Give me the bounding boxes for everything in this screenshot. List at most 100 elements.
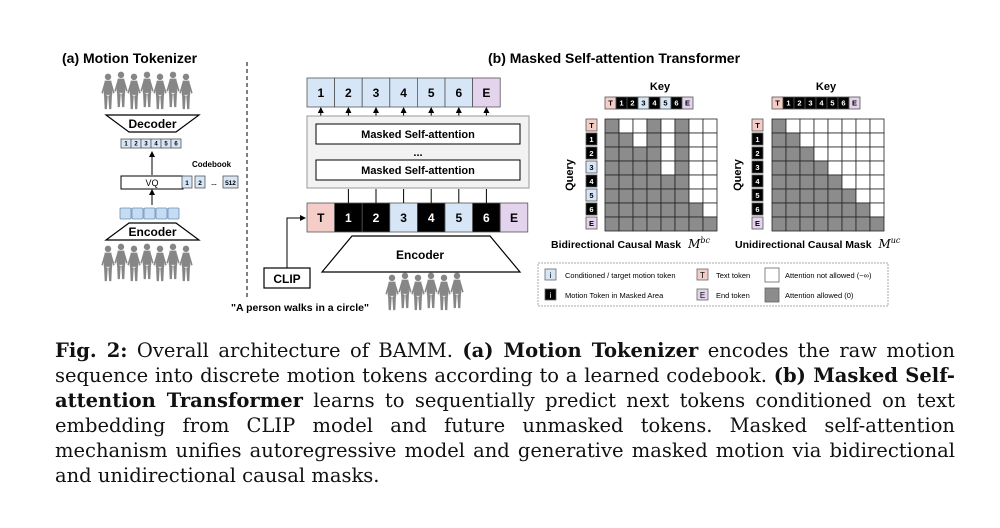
input-token-box	[361, 202, 391, 233]
mask-cell	[771, 174, 787, 190]
mask-cell	[632, 118, 648, 134]
mask-cell	[688, 160, 704, 176]
mask-cell	[799, 146, 815, 162]
key-token: 3	[641, 99, 645, 108]
input-token: 1	[345, 211, 352, 225]
mask-cell	[688, 202, 704, 218]
unidirectional-caption: Unidirectional Causal Mask Muc	[735, 236, 901, 251]
tokenizer-encoder-block	[104, 222, 201, 241]
input-token: 3	[400, 211, 407, 225]
query-token: 5	[755, 191, 759, 200]
query-token-box	[751, 174, 764, 188]
codebook-token: 2	[198, 180, 202, 187]
query-token-box	[751, 118, 764, 132]
mask-cell	[827, 174, 843, 190]
output-token-box	[444, 77, 474, 108]
input-token-box	[472, 202, 501, 233]
output-arrows	[317, 107, 490, 116]
mask-cell	[799, 160, 815, 176]
key-token: 6	[841, 99, 845, 108]
code-token: 4	[154, 142, 158, 148]
query-token: 2	[589, 149, 593, 158]
mask-cell	[841, 202, 857, 218]
codebook-token-box	[181, 175, 193, 189]
mask-cell	[604, 132, 620, 148]
mask-cell	[660, 146, 676, 162]
mask-cell	[799, 174, 815, 190]
key-token: 2	[630, 99, 634, 108]
mask-cell	[869, 146, 885, 162]
mask-cell	[827, 202, 843, 218]
input-token-box	[499, 202, 529, 233]
mask-cell	[869, 132, 885, 148]
codebook-token: 512	[225, 180, 236, 187]
mask-cell	[785, 160, 801, 176]
svg-text:Text token: Text token	[716, 271, 750, 280]
mask-cell	[869, 202, 885, 218]
key-label-uc: Key	[816, 81, 837, 93]
panel-b-title: (b) Masked Self-attention Transformer	[488, 50, 741, 66]
input-arrows	[347, 189, 487, 203]
mask-cell	[869, 160, 885, 176]
mask-cell	[702, 132, 718, 148]
mask-cell	[674, 188, 690, 204]
mask-cell	[813, 174, 829, 190]
query-token-box	[585, 202, 598, 216]
mask-cell	[827, 146, 843, 162]
mask-cell	[646, 202, 662, 218]
output-token: 6	[455, 86, 462, 100]
codebook-token: ...	[211, 180, 217, 187]
mask-cell	[799, 132, 815, 148]
query-token: E	[589, 219, 594, 228]
output-token: 3	[373, 86, 380, 100]
key-token: 5	[830, 99, 834, 108]
mask-cell	[632, 132, 648, 148]
decoder-block	[104, 114, 201, 133]
mask-cell	[688, 188, 704, 204]
input-token: T	[317, 211, 325, 225]
mask-cell	[688, 216, 704, 232]
mask-cell	[660, 188, 676, 204]
mask-cell	[632, 202, 648, 218]
mask-cell	[674, 118, 690, 134]
mask-cell	[785, 188, 801, 204]
mask-cell	[813, 216, 829, 232]
mask-cell	[646, 188, 662, 204]
mask-cell	[604, 146, 620, 162]
mask-cell	[604, 188, 620, 204]
key-token-box	[848, 96, 861, 110]
mask-cell	[813, 132, 829, 148]
query-token-box	[751, 132, 764, 146]
query-token-box	[751, 160, 764, 174]
mask-cell	[869, 118, 885, 134]
mask-cell	[674, 216, 690, 232]
query-token-box	[751, 202, 764, 216]
query-token-box	[585, 118, 598, 132]
mask-cell	[827, 216, 843, 232]
code-token: 6	[174, 142, 178, 148]
figure-caption: Fig. 2: Overall architecture of BAMM. (a…	[55, 338, 955, 488]
bidirectional-mask-grid	[604, 118, 718, 232]
mask-cell	[841, 216, 857, 232]
input-token: 5	[455, 211, 462, 225]
mask-cell	[771, 118, 787, 134]
output-token: 4	[400, 86, 407, 100]
mask-cell	[799, 118, 815, 134]
key-token: 4	[819, 99, 824, 108]
input-token-box	[444, 202, 474, 233]
prompt-text: "A person walks in a circle"	[231, 302, 369, 314]
mask-cell	[813, 160, 829, 176]
mask-cell	[855, 188, 871, 204]
legend-end-token: E End token	[696, 288, 750, 301]
mask-cell	[841, 160, 857, 176]
mask-cell	[632, 188, 648, 204]
mask-cell	[855, 146, 871, 162]
code-token: 2	[134, 142, 138, 148]
mask-cell	[604, 174, 620, 190]
